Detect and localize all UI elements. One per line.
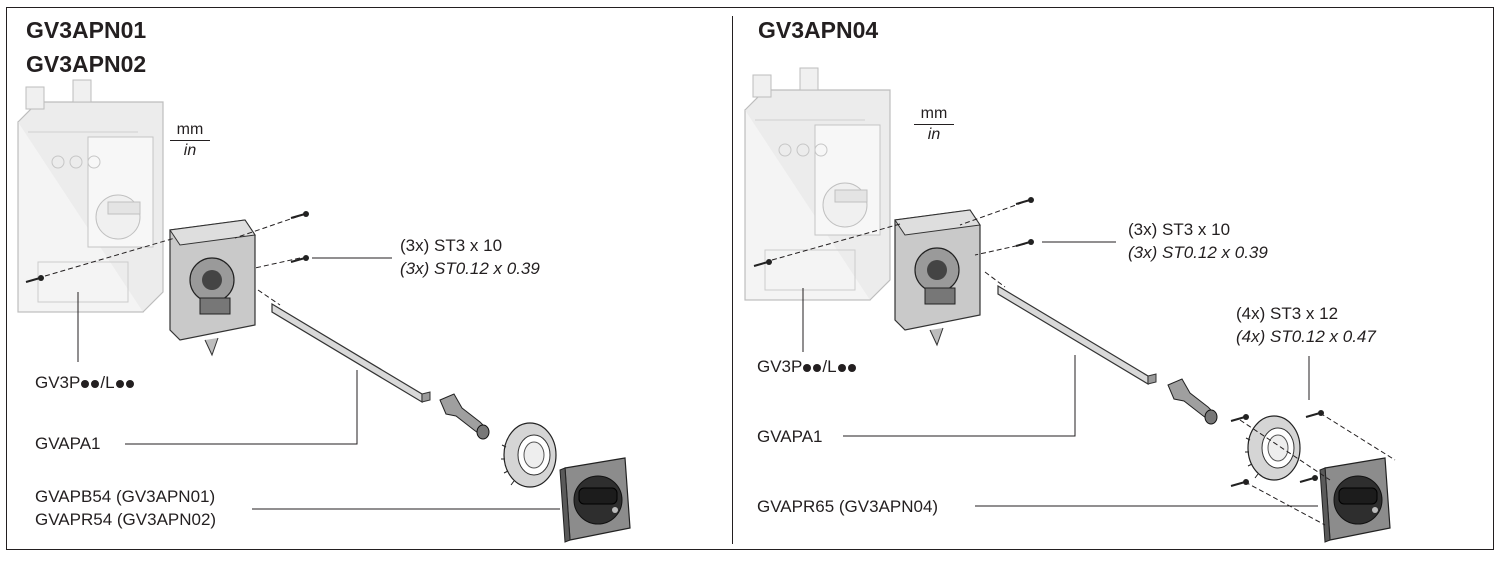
- leader-lines-right: [802, 241, 1318, 507]
- bullet-dot: [115, 380, 124, 388]
- left-breaker-label: GV3P/L: [35, 372, 135, 394]
- right-unit-label: mm in: [914, 104, 954, 145]
- right-shaft-label: GVAPA1: [757, 427, 823, 446]
- shaft-right: [997, 285, 1157, 385]
- right-screw-label-inch-2: (4x) ST0.12 x 0.47: [1236, 327, 1376, 346]
- left-handle-label-1: GVAPB54 (GV3APN01): [35, 487, 216, 506]
- handle-left: [559, 457, 631, 543]
- right-screw-label-metric: (3x) ST3 x 10: [1128, 220, 1231, 239]
- right-unit-mm: mm: [914, 104, 954, 125]
- left-unit-label: mm in: [170, 120, 210, 161]
- ring-right: [1244, 415, 1301, 481]
- right-title: GV3APN04: [758, 17, 879, 43]
- right-breaker-mid: /L: [822, 357, 837, 376]
- leader-lines-left: [77, 257, 560, 510]
- left-screw-label-metric: (3x) ST3 x 10: [400, 236, 503, 255]
- right-unit-in: in: [927, 126, 941, 143]
- left-unit-in: in: [183, 142, 197, 159]
- coupler-left: [439, 393, 490, 440]
- bullet-dot: [91, 380, 100, 388]
- left-title-1: GV3APN01: [26, 17, 147, 43]
- bullet-dot: [803, 364, 812, 372]
- bullet-dot: [125, 380, 134, 388]
- right-screw-label-inch: (3x) ST0.12 x 0.39: [1128, 243, 1268, 262]
- right-breaker-label: GV3P/L: [757, 356, 857, 378]
- dash-lines-right: [771, 199, 1396, 526]
- left-screw-label-inch: (3x) ST0.12 x 0.39: [400, 259, 540, 278]
- right-handle-label: GVAPR65 (GV3APN04): [757, 497, 939, 516]
- right-screw-label-metric-2: (4x) ST3 x 12: [1236, 304, 1339, 323]
- left-breaker-prefix: GV3P: [35, 373, 81, 392]
- left-shaft-label: GVAPA1: [35, 434, 101, 453]
- adapter-left: [169, 219, 256, 356]
- ring-left: [500, 422, 557, 488]
- left-handle-label-2: GVAPR54 (GV3APN02): [35, 510, 217, 529]
- bullet-dot: [813, 364, 822, 372]
- diagram-frame: [6, 7, 1494, 550]
- left-title-2: GV3APN02: [26, 51, 147, 77]
- coupler-right: [1167, 378, 1218, 425]
- left-unit-mm: mm: [170, 120, 210, 141]
- bullet-dot: [81, 380, 90, 388]
- shaft-left: [271, 303, 431, 403]
- left-breaker-mid: /L: [100, 373, 115, 392]
- adapter-right: [894, 209, 981, 346]
- right-breaker-prefix: GV3P: [757, 357, 803, 376]
- breaker-right: [744, 67, 891, 301]
- bullet-dot: [847, 364, 856, 372]
- handle-right: [1319, 457, 1391, 543]
- dash-lines-left: [44, 213, 306, 306]
- bullet-dot: [837, 364, 846, 372]
- panel-divider: [732, 16, 733, 544]
